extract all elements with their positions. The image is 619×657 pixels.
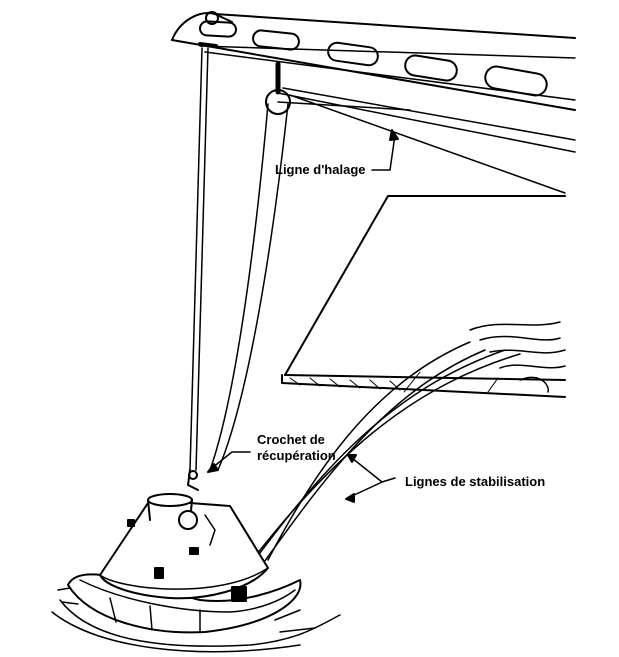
stabilization-lines-label: Lignes de stabilisation (405, 474, 546, 489)
haul-line (209, 61, 566, 471)
ship-deck (281, 195, 566, 398)
haul-line-label: Ligne d'halage (275, 162, 366, 177)
hoist-cable (189, 47, 209, 471)
hatch-icon (178, 510, 198, 530)
recovery-hook-label-line2: récupération (257, 448, 336, 463)
hook-icon (188, 470, 198, 480)
leader-lines (207, 129, 399, 503)
capsule (51, 469, 341, 653)
stabilization-lines (231, 341, 521, 587)
recovery-hook-label-line1: Crochet de (257, 432, 325, 447)
crane-boom (171, 11, 576, 153)
